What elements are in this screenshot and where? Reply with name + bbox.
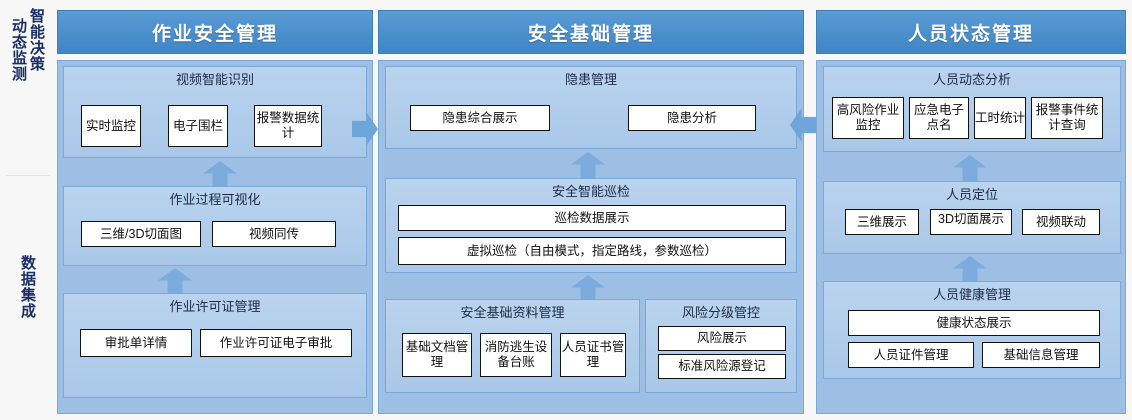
sidebar-label-line-1: 动态监测 — [10, 18, 27, 82]
arrow-up-icon-5 — [953, 155, 987, 181]
column-header-safety-foundation[interactable]: 安全基础管理 — [378, 10, 804, 54]
section-title: 安全智能巡检 — [551, 184, 630, 199]
item-3d-display[interactable]: 三维展示 — [845, 209, 919, 235]
section-risk-grading-control[interactable]: 风险分级管控 风险展示 标准风险源登记 — [645, 299, 797, 393]
arrow-up-icon-2 — [158, 268, 192, 294]
column-body-safety-foundation: 隐患管理 隐患综合展示 隐患分析 安全智能巡检 巡检数据展示 虚拟巡检（自由模式… — [378, 60, 804, 414]
arrow-up-icon-6 — [953, 256, 987, 282]
item-personnel-certificate-management[interactable]: 人员证书管理 — [560, 333, 626, 377]
column-header-operation-safety[interactable]: 作业安全管理 — [57, 10, 373, 54]
column-title: 人员状态管理 — [907, 23, 1034, 45]
column-body-personnel-status: 人员动态分析 高风险作业监控 应急电子点名 工时统计 报警事件统计查询 人员定位… — [816, 60, 1126, 414]
section-video-intelligent-recognition[interactable]: 视频智能识别 实时监控 电子围栏 报警数据统计 — [63, 66, 367, 158]
item-working-hours-statistics[interactable]: 工时统计 — [974, 97, 1026, 139]
item-health-status-display[interactable]: 健康状态展示 — [848, 310, 1100, 336]
item-3d-section-view[interactable]: 三维/3D切面图 — [81, 221, 201, 247]
item-electronic-fence[interactable]: 电子围栏 — [168, 105, 228, 147]
section-personnel-health-management[interactable]: 人员健康管理 健康状态展示 人员证件管理 基础信息管理 — [823, 281, 1121, 379]
sidebar-label-line-0: 智能决策 — [28, 8, 45, 72]
section-title: 风险分级管控 — [681, 305, 760, 320]
section-hazard-management[interactable]: 隐患管理 隐患综合展示 隐患分析 — [385, 66, 797, 149]
section-personnel-dynamic-analysis[interactable]: 人员动态分析 高风险作业监控 应急电子点名 工时统计 报警事件统计查询 — [823, 66, 1121, 152]
item-approval-form-detail[interactable]: 审批单详情 — [80, 329, 192, 357]
item-video-sync-transmission[interactable]: 视频同传 — [212, 221, 336, 247]
section-operation-process-visualization[interactable]: 作业过程可视化 三维/3D切面图 视频同传 — [63, 186, 367, 266]
item-emergency-e-rollcall[interactable]: 应急电子点名 — [909, 97, 969, 139]
item-high-risk-operation-monitoring[interactable]: 高风险作业监控 — [832, 97, 904, 139]
sidebar-group-data: 数据集成 — [0, 255, 54, 319]
section-title: 人员定位 — [945, 187, 998, 202]
column-title: 安全基础管理 — [527, 23, 654, 45]
arrow-up-icon-4 — [571, 275, 605, 301]
item-realtime-monitoring[interactable]: 实时监控 — [81, 105, 141, 147]
item-hazard-analysis[interactable]: 隐患分析 — [628, 105, 756, 131]
item-hazard-overview[interactable]: 隐患综合展示 — [410, 105, 550, 131]
section-title: 作业过程可视化 — [169, 192, 261, 207]
item-basic-document-management[interactable]: 基础文档管理 — [402, 333, 472, 377]
column-safety-foundation: 安全基础管理 隐患管理 隐患综合展示 隐患分析 安全智能巡检 巡检数据展示 虚拟… — [378, 10, 804, 414]
column-header-personnel-status[interactable]: 人员状态管理 — [816, 10, 1126, 54]
arrow-up-icon-1 — [203, 161, 237, 187]
section-title: 作业许可证管理 — [169, 299, 261, 314]
column-operation-safety: 作业安全管理 视频智能识别 实时监控 电子围栏 报警数据统计 作业过程可视化 三… — [57, 10, 373, 414]
item-basic-information-management[interactable]: 基础信息管理 — [982, 342, 1100, 368]
item-risk-display[interactable]: 风险展示 — [658, 326, 786, 351]
column-body-operation-safety: 视频智能识别 实时监控 电子围栏 报警数据统计 作业过程可视化 三维/3D切面图… — [57, 60, 373, 414]
item-work-permit-e-approval[interactable]: 作业许可证电子审批 — [200, 329, 352, 357]
section-title: 视频智能识别 — [175, 72, 254, 87]
item-3d-section-display[interactable]: 3D切面展示 — [930, 209, 1012, 235]
item-standard-risk-source-registration[interactable]: 标准风险源登记 — [658, 354, 786, 379]
item-alarm-event-statistics-query[interactable]: 报警事件统计查询 — [1031, 97, 1103, 139]
section-work-permit-management[interactable]: 作业许可证管理 审批单详情 作业许可证电子审批 — [63, 293, 367, 398]
column-personnel-status: 人员状态管理 人员动态分析 高风险作业监控 应急电子点名 工时统计 报警事件统计… — [816, 10, 1126, 414]
item-video-linkage[interactable]: 视频联动 — [1022, 209, 1100, 235]
section-title: 隐患管理 — [564, 72, 617, 87]
sidebar-divider — [6, 175, 50, 176]
item-inspection-data-display[interactable]: 巡检数据展示 — [398, 205, 786, 231]
left-sidebar: 智能决策 动态监测 数据集成 — [0, 0, 54, 420]
section-title: 人员动态分析 — [932, 72, 1011, 87]
sidebar-group-decision: 智能决策 动态监测 — [0, 8, 54, 82]
section-safety-basic-data-management[interactable]: 安全基础资料管理 基础文档管理 消防逃生设备台账 人员证书管理 — [385, 299, 640, 393]
section-title: 人员健康管理 — [932, 287, 1011, 302]
item-fire-escape-equipment-ledger[interactable]: 消防逃生设备台账 — [480, 333, 552, 377]
item-personnel-credential-management[interactable]: 人员证件管理 — [848, 342, 974, 368]
sidebar-label-line-2: 数据集成 — [19, 255, 36, 319]
section-safety-intelligent-inspection[interactable]: 安全智能巡检 巡检数据展示 虚拟巡检（自由模式，指定路线，参数巡检） — [385, 178, 797, 273]
item-virtual-inspection[interactable]: 虚拟巡检（自由模式，指定路线，参数巡检） — [398, 237, 786, 265]
section-title: 安全基础资料管理 — [460, 305, 565, 320]
column-title: 作业安全管理 — [151, 23, 278, 45]
section-personnel-positioning[interactable]: 人员定位 三维展示 3D切面展示 视频联动 — [823, 181, 1121, 254]
item-alarm-data-statistics[interactable]: 报警数据统计 — [254, 105, 322, 147]
arrow-up-icon-3 — [571, 152, 605, 178]
